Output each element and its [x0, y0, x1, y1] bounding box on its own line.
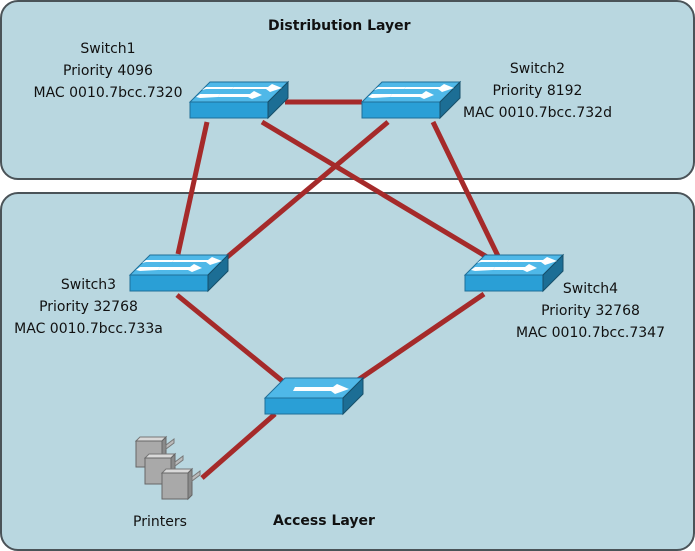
distribution-layer-title: Distribution Layer — [268, 18, 411, 34]
switch4-priority: Priority 32768 — [541, 303, 640, 319]
link-sw1-sw3 — [175, 121, 210, 255]
switch1-priority: Priority 4096 — [63, 63, 153, 79]
switch4-name: Switch4 — [562, 281, 619, 297]
switch1-label: Switch1 Priority 4096 MAC 0010.7bcc.7320 — [28, 38, 188, 104]
switch2-switch-icon[interactable] — [360, 80, 462, 120]
access-layer — [0, 192, 695, 551]
printers-label: Printers — [133, 514, 187, 530]
switch3-name: Switch3 — [60, 277, 117, 293]
link-sw3-hub — [175, 293, 288, 386]
switch1-name: Switch1 — [80, 41, 136, 57]
link-sw1-sw4 — [260, 119, 494, 263]
switch2-mac: MAC 0010.7bcc.732d — [463, 105, 612, 121]
link-sw2-sw4 — [430, 120, 501, 258]
switch3-mac: MAC 0010.7bcc.733a — [14, 321, 163, 337]
switch2-priority: Priority 8192 — [492, 83, 583, 99]
printers-icon — [134, 435, 201, 501]
switch1-mac: MAC 0010.7bcc.7320 — [33, 85, 183, 101]
switch2-label: Switch2 Priority 8192 MAC 0010.7bcc.732d — [455, 58, 620, 124]
access-layer-title: Access Layer — [273, 513, 375, 529]
switch4-switch-icon[interactable] — [463, 253, 565, 293]
links-group — [175, 99, 501, 480]
switch4-mac: MAC 0010.7bcc.7347 — [516, 325, 665, 341]
switch4-label: Switch4 Priority 32768 MAC 0010.7bcc.734… — [508, 278, 673, 344]
link-sw2-sw3 — [224, 120, 390, 260]
hub-switch-icon[interactable] — [263, 376, 365, 416]
switch3-label: Switch3 Priority 32768 MAC 0010.7bcc.733… — [6, 274, 171, 340]
switch2-name: Switch2 — [509, 61, 566, 77]
switch1-switch-icon[interactable] — [188, 80, 290, 120]
switch3-priority: Priority 32768 — [39, 299, 138, 315]
switch3-switch-icon[interactable] — [128, 253, 230, 293]
link-hub-printers — [200, 412, 277, 480]
distribution-layer — [0, 0, 695, 180]
link-sw4-hub — [356, 291, 486, 383]
